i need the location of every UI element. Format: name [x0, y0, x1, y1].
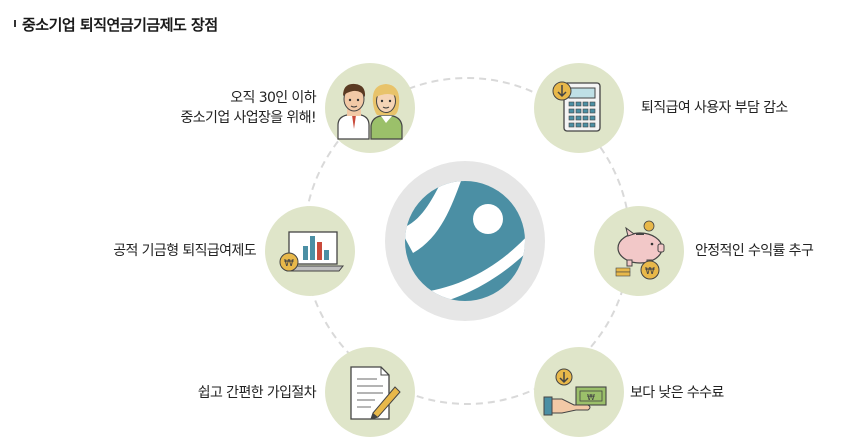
svg-text:₩: ₩ [284, 258, 294, 269]
public-fund-label: 공적 기금형 퇴직급여제도 [113, 241, 256, 261]
stable-return-label: 안정적인 수익률 추구 [695, 241, 813, 261]
easy-signup-circle [325, 347, 415, 437]
low-fee-circle: ₩ [534, 347, 624, 437]
easy-signup-label: 쉽고 간편한 가입절차 [198, 383, 316, 403]
svg-text:₩: ₩ [645, 266, 655, 277]
low-fee-label: 보다 낮은 수수료 [630, 383, 724, 403]
small-business-circle [325, 63, 415, 153]
laptop-chart-icon: ₩ [265, 206, 355, 296]
fund-logo-icon [405, 181, 525, 301]
piggy-bank-icon: ₩ [594, 206, 684, 296]
two-people-icon [325, 63, 415, 153]
svg-text:₩: ₩ [587, 393, 595, 402]
public-fund-circle: ₩ [265, 206, 355, 296]
hand-money-icon: ₩ [534, 347, 624, 437]
calculator-icon [534, 63, 624, 153]
document-pen-icon [325, 347, 415, 437]
small-business-line2: 중소기업 사업장을 위해! [180, 108, 316, 128]
small-business-label: 오직 30인 이하 중소기업 사업장을 위해! [180, 88, 316, 128]
stable-return-circle: ₩ [594, 206, 684, 296]
cost-reduction-label: 퇴직급여 사용자 부담 감소 [641, 98, 788, 118]
small-business-line1: 오직 30인 이하 [180, 88, 316, 108]
cost-reduction-circle [534, 63, 624, 153]
center-logo-circle [385, 161, 545, 321]
